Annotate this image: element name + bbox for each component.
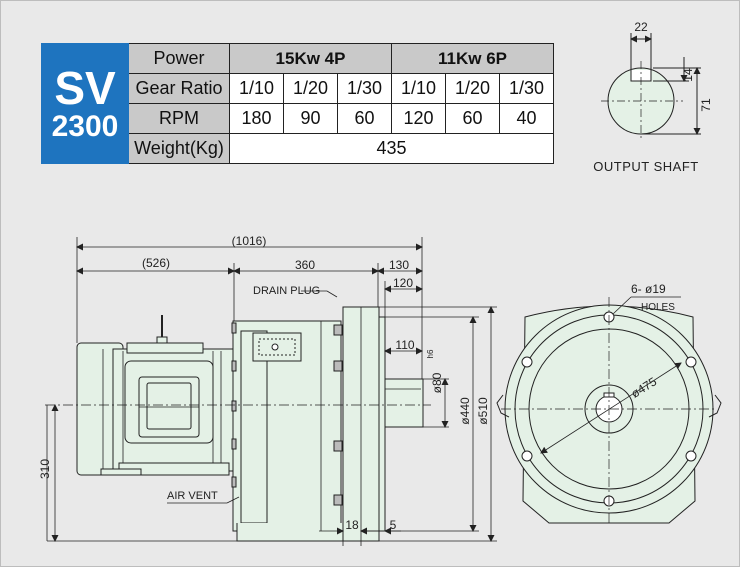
shaft-width-dim: 22	[634, 20, 648, 34]
drain-plug-label: DRAIN PLUG	[253, 285, 320, 297]
side-view	[76, 306, 424, 542]
shaft-dia-dim: ø80	[430, 372, 444, 393]
shaft-key-dim: 14	[681, 68, 695, 82]
gear-ratio-cell: 1/20	[283, 73, 338, 104]
spec-table: SV 2300 Power 15Kw 4P 11Kw 6P Gear Ratio…	[41, 43, 554, 164]
gear-ratio-cell: 1/30	[499, 73, 554, 104]
rpm-cell: 120	[391, 103, 446, 134]
flange-end-dim: 130	[389, 258, 409, 272]
shaft-length-dim: 120	[393, 276, 413, 290]
rpm-cell: 90	[283, 103, 338, 134]
spigot-dia-dim: ø440	[458, 397, 472, 425]
power-group-2: 11Kw 6P	[391, 43, 554, 74]
side-view-dimensions	[46, 237, 497, 546]
spigot-depth-dim: 5	[390, 518, 397, 532]
model-series: SV	[54, 61, 116, 114]
output-shaft-caption: OUTPUT SHAFT	[593, 159, 698, 174]
air-vent-label: AIR VENT	[167, 490, 218, 502]
gear-ratio-cell: 1/10	[229, 73, 284, 104]
power-label: Power	[128, 43, 230, 74]
rpm-label: RPM	[128, 103, 230, 134]
weight-value: 435	[229, 133, 554, 164]
gear-ratio-cell: 1/30	[337, 73, 392, 104]
output-shaft-detail	[601, 33, 701, 141]
shaft-bore-dim: 110	[395, 338, 414, 352]
flange-dia-dim: ø510	[476, 397, 490, 425]
model-badge: SV 2300	[41, 43, 129, 164]
holes-label: HOLES	[641, 302, 675, 313]
weight-label: Weight(Kg)	[128, 133, 230, 164]
model-number: 2300	[51, 109, 119, 143]
overall-length-dim: (1016)	[232, 234, 267, 248]
rpm-cell: 60	[445, 103, 500, 134]
shaft-tolerance: h6	[426, 349, 435, 358]
holes-dim: 6- ø19	[631, 282, 666, 296]
flange-thick-dim: 18	[345, 518, 359, 532]
body-length-dim: 360	[295, 258, 315, 272]
shaft-height-dim: 71	[699, 98, 713, 112]
power-group-1: 15Kw 4P	[229, 43, 392, 74]
height-dim: 310	[38, 459, 52, 479]
rpm-cell: 60	[337, 103, 392, 134]
motor-length-dim: (526)	[142, 256, 170, 270]
rpm-cell: 40	[499, 103, 554, 134]
